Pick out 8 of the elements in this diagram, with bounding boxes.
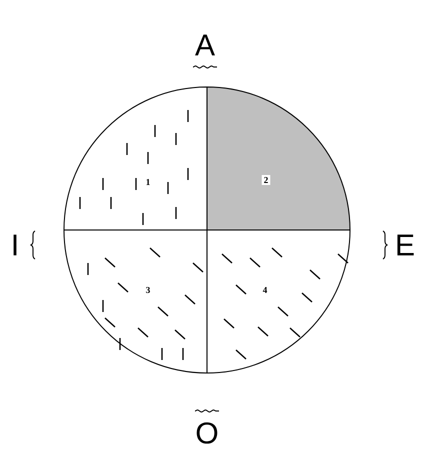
quadrant: 1 xyxy=(64,86,208,230)
quadrant: 2 xyxy=(206,86,350,230)
pole-letter: I xyxy=(14,234,16,256)
pole-letter: A xyxy=(195,34,215,56)
quadrant: 3 xyxy=(64,230,208,374)
pole-letter: E xyxy=(397,234,414,256)
pole-letter: O xyxy=(196,422,218,444)
quadrant: 4 xyxy=(206,230,350,374)
